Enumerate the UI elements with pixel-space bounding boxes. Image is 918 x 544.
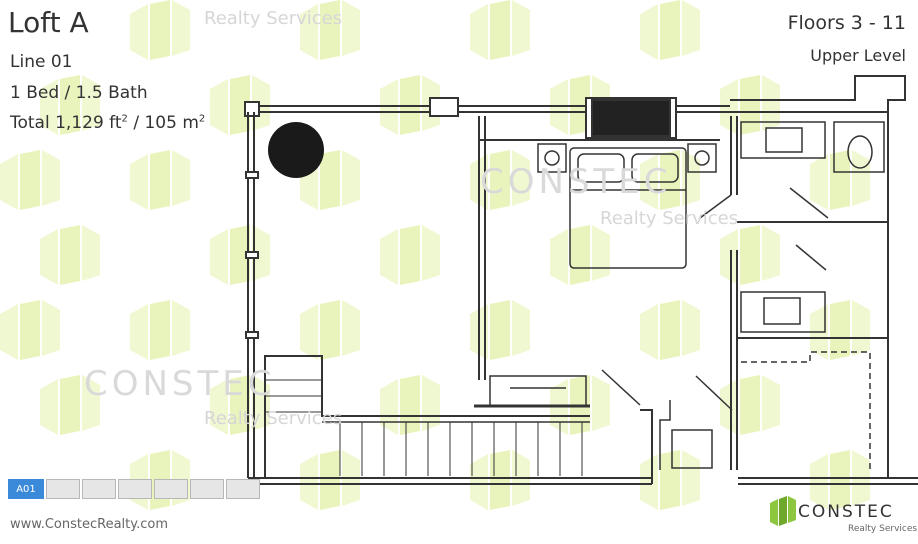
watermark-constec-text: CONSTEC — [84, 364, 276, 404]
area-ft: 1,129 ft — [55, 113, 122, 133]
watermark-constec-text: CONSTEC — [480, 162, 672, 202]
area-ft-sup: 2 — [121, 113, 128, 125]
area-label: Total — [10, 113, 56, 133]
unit-area: Total 1,129 ft2 / 105 m2 — [10, 113, 205, 133]
tab-unit-3[interactable] — [82, 479, 116, 499]
website-link[interactable]: www.ConstecRealty.com — [10, 517, 168, 532]
tab-unit-7[interactable] — [226, 479, 260, 499]
watermark-realty-text: Realty Services — [204, 408, 343, 429]
area-m-sup: 2 — [198, 113, 206, 125]
unit-title: Loft A — [8, 6, 89, 39]
brand-hex-icon — [770, 496, 796, 526]
brand-subtitle: Realty Services — [848, 524, 918, 534]
tab-unit-4[interactable] — [118, 479, 152, 499]
level-label: Upper Level — [810, 46, 906, 65]
floors-label: Floors 3 - 11 — [787, 12, 906, 34]
unit-line: Line 01 — [10, 52, 73, 72]
tab-unit-5[interactable] — [154, 479, 188, 499]
tab-unit-2[interactable] — [46, 479, 80, 499]
watermark-pattern — [0, 0, 870, 510]
brand-logo: CONSTEC Realty Services — [770, 496, 917, 534]
unit-beds: 1 Bed / 1.5 Bath — [10, 83, 148, 103]
area-m: 105 m — [144, 113, 199, 133]
watermark-realty-text: Realty Services — [600, 208, 739, 229]
brand-name: CONSTEC — [798, 502, 894, 522]
unit-tabs: A01 — [8, 479, 262, 499]
tab-a01[interactable]: A01 — [8, 479, 44, 499]
watermark-realty-text: Realty Services — [204, 8, 343, 29]
tab-unit-6[interactable] — [190, 479, 224, 499]
area-sep: / — [127, 113, 145, 133]
floor-plan — [244, 75, 918, 485]
